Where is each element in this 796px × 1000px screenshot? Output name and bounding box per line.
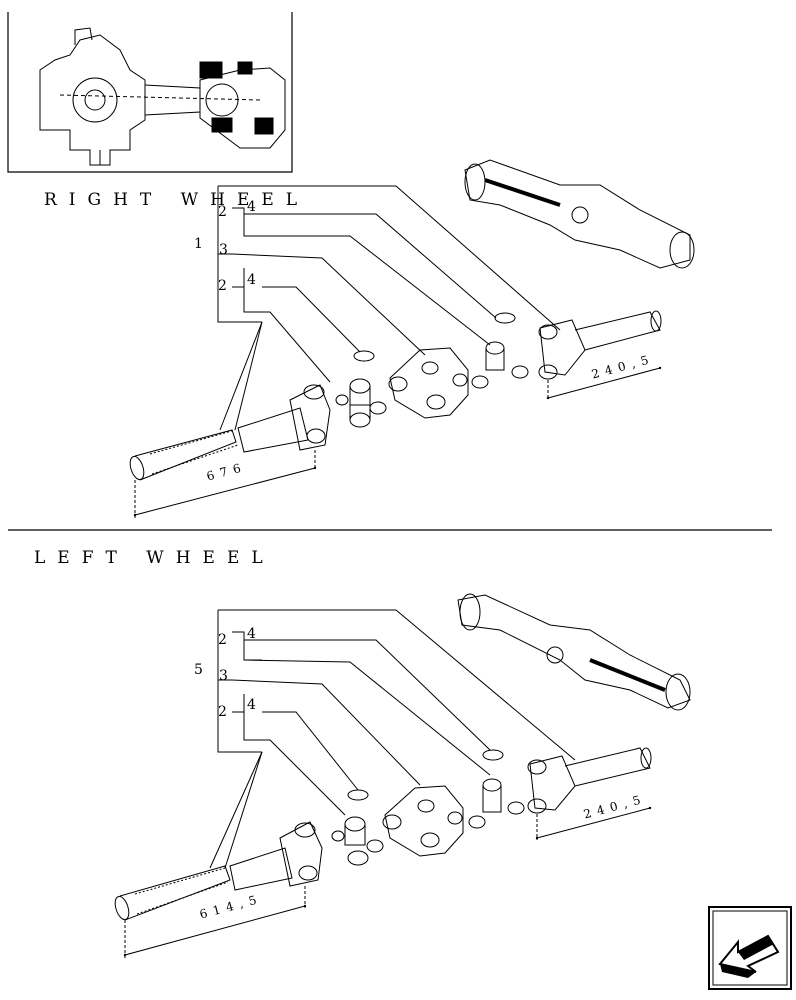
- spider-right: [471, 341, 529, 389]
- spider-left: [335, 378, 387, 428]
- spider-left-b: [331, 816, 384, 866]
- callout-left-assembly: 5: [194, 662, 203, 678]
- right-axle-thumbnail: [464, 159, 695, 269]
- next-page-arrow-icon[interactable]: [708, 906, 792, 990]
- double-coupling: [388, 347, 469, 419]
- circlip-right-b: [482, 749, 504, 761]
- callout-right-half-shaft: 2: [218, 204, 227, 220]
- callout-right-spider: 4: [247, 199, 256, 215]
- callout-left-half-shaft: 2: [218, 632, 227, 648]
- circlip-right: [494, 312, 516, 324]
- left-wheel-assembly: [114, 593, 691, 958]
- callout-right-assembly: 1: [194, 236, 203, 252]
- right-wheel-assembly: [129, 159, 695, 518]
- axle-overview-inset: [7, 12, 293, 173]
- callout-left-spider-b: 4: [247, 697, 256, 713]
- callout-right-coupling: 3: [219, 242, 228, 258]
- left-axle-thumbnail: [457, 593, 691, 711]
- callout-left-coupling: 3: [219, 668, 228, 684]
- right-wheel-title: RIGHT WHEEL: [44, 190, 310, 210]
- left-wheel-title: LEFT WHEEL: [34, 548, 275, 568]
- callout-left-spider: 4: [247, 626, 256, 642]
- spider-right-b: [468, 778, 525, 829]
- callout-right-half-shaft-b: 2: [218, 278, 227, 294]
- circlip-left-b: [347, 789, 369, 801]
- circlip-left: [353, 350, 375, 362]
- double-coupling-b: [382, 785, 464, 857]
- callout-left-half-shaft-b: 2: [218, 704, 227, 720]
- callout-right-spider-b: 4: [247, 272, 256, 288]
